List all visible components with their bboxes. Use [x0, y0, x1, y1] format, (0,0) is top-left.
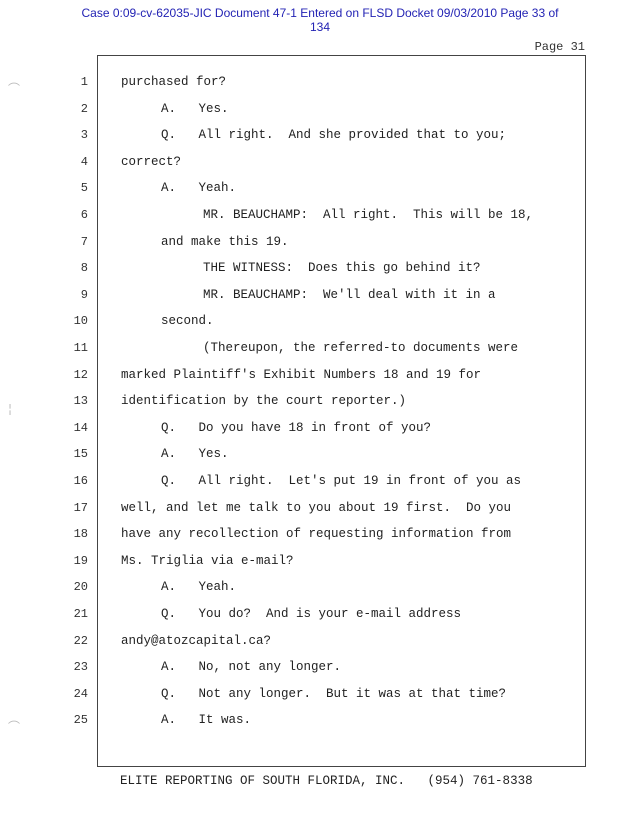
line-text: A. It was.: [161, 713, 252, 728]
line-text: Q. Do you have 18 in front of you?: [161, 420, 432, 435]
line-number: 21: [73, 607, 88, 621]
transcript-line: 2 A. Yes.: [81, 96, 585, 122]
transcript-line: 3 Q. All right. And she provided that to …: [81, 122, 585, 148]
line-number: 16: [73, 474, 88, 488]
line-text: A. Yeah.: [161, 181, 237, 196]
reporter-footer: ELITE REPORTING OF SOUTH FLORIDA, INC. (…: [120, 774, 533, 788]
line-number: 2: [80, 101, 88, 116]
line-number: 20: [73, 580, 88, 595]
transcript-line: 20 A. Yeah.: [74, 574, 585, 600]
transcript-line: 9 MR. BEAUCHAMP: We'll deal with it in a: [81, 282, 585, 308]
line-text: Q. All right. And she provided that to y…: [161, 128, 507, 143]
line-number: 13: [73, 394, 88, 409]
line-number: 1: [80, 75, 88, 89]
line-number: 17: [73, 500, 88, 515]
transcript-line: 8 THE WITNESS: Does this go behind it?: [81, 255, 585, 281]
transcript-line: 4 correct?: [81, 149, 585, 175]
transcript-line: 18 have any recollection of requesting in…: [74, 521, 585, 547]
line-text: marked Plaintiff's Exhibit Numbers 18 an…: [121, 367, 482, 382]
transcript-line: 5 A. Yeah.: [81, 175, 585, 201]
transcript-line: 16 Q. All right. Let's put 19 in front of…: [74, 468, 585, 494]
transcript-line: 24 Q. Not any longer. But it was at that …: [74, 681, 585, 707]
transcript-line: 13 identification by the court reporter.): [74, 388, 585, 414]
line-text: A. Yes.: [161, 447, 229, 462]
line-number: 14: [73, 420, 88, 435]
line-text: MR. BEAUCHAMP: We'll deal with it in a: [203, 287, 496, 302]
line-number: 12: [73, 367, 88, 382]
transcript-line: 22 andy@atozcapital.ca?: [74, 628, 585, 654]
line-text: Q. All right. Let's put 19 in front of y…: [161, 474, 522, 488]
scan-artifact-mark: ⌒: [8, 82, 21, 96]
transcript-line: 19 Ms. Triglia via e-mail?: [74, 548, 585, 574]
transcript-line: 17 well, and let me talk to you about 19 …: [74, 495, 585, 521]
court-header-line-2: 134: [309, 20, 331, 34]
transcript-line: 25 A. It was.: [74, 707, 585, 733]
line-text: Q. Not any longer. But it was at that ti…: [161, 686, 507, 701]
line-number: 18: [73, 527, 88, 542]
line-text: A. No, not any longer.: [161, 660, 342, 675]
line-number: 7: [80, 234, 88, 249]
scan-artifact-mark: ¦: [8, 402, 13, 416]
court-header-line-1: Case 0:09-cv-62035-JIC Document 47-1 Ent…: [81, 6, 559, 20]
line-text: A. Yeah.: [161, 580, 237, 595]
transcript-line: 23 A. No, not any longer.: [74, 654, 585, 680]
line-number: 22: [73, 633, 88, 648]
page-number: Page 31: [534, 40, 585, 54]
transcript-line: 14 Q. Do you have 18 in front of you?: [74, 415, 585, 441]
line-number: 23: [73, 660, 88, 675]
transcript-line: 7 and make this 19.: [81, 229, 585, 255]
transcript-line: 6 MR. BEAUCHAMP: All right. This will be …: [81, 202, 585, 228]
line-number: 6: [80, 208, 88, 222]
line-number: 24: [73, 686, 88, 701]
line-text: identification by the court reporter.): [121, 394, 407, 409]
line-number: 4: [80, 154, 88, 169]
line-text: have any recollection of requesting info…: [121, 527, 512, 542]
line-text: THE WITNESS: Does this go behind it?: [203, 261, 481, 276]
transcript-line: 10 second.: [74, 308, 585, 334]
line-number: 19: [73, 553, 88, 568]
transcript-line: 11 (Thereupon, the referred-to documents …: [74, 335, 585, 361]
line-number: 3: [80, 128, 88, 143]
line-number: 9: [80, 287, 88, 302]
scan-artifact-mark: ⌒: [8, 720, 21, 734]
court-filing-header: Case 0:09-cv-62035-JIC Document 47-1 Ent…: [40, 6, 600, 34]
line-text: purchased for?: [121, 75, 227, 89]
transcript-line: 21 Q. You do? And is your e-mail address: [74, 601, 585, 627]
line-text: andy@atozcapital.ca?: [121, 633, 272, 648]
transcript-line: 12 marked Plaintiff's Exhibit Numbers 18 …: [74, 362, 585, 388]
line-text: correct?: [121, 154, 182, 169]
line-number: 10: [73, 314, 88, 329]
transcript-page-frame: 1 purchased for? 2 A. Yes. 3 Q. All right. An…: [74, 55, 586, 767]
line-number: 11: [73, 341, 88, 355]
line-text: MR. BEAUCHAMP: All right. This will be 1…: [203, 208, 534, 222]
line-text: A. Yes.: [161, 101, 229, 116]
line-number: 5: [80, 181, 88, 196]
line-number: 8: [80, 261, 88, 276]
line-text: second.: [161, 314, 214, 329]
transcript-line: 15 A. Yes.: [74, 441, 585, 467]
line-number: 25: [73, 713, 88, 728]
transcript-line: 1 purchased for?: [81, 69, 585, 95]
line-text: (Thereupon, the referred-to documents we…: [203, 341, 519, 355]
line-text: Q. You do? And is your e-mail address: [161, 607, 462, 621]
line-text: and make this 19.: [161, 234, 289, 249]
line-number: 15: [73, 447, 88, 462]
line-text: Ms. Triglia via e-mail?: [121, 553, 294, 568]
line-text: well, and let me talk to you about 19 fi…: [121, 500, 512, 515]
